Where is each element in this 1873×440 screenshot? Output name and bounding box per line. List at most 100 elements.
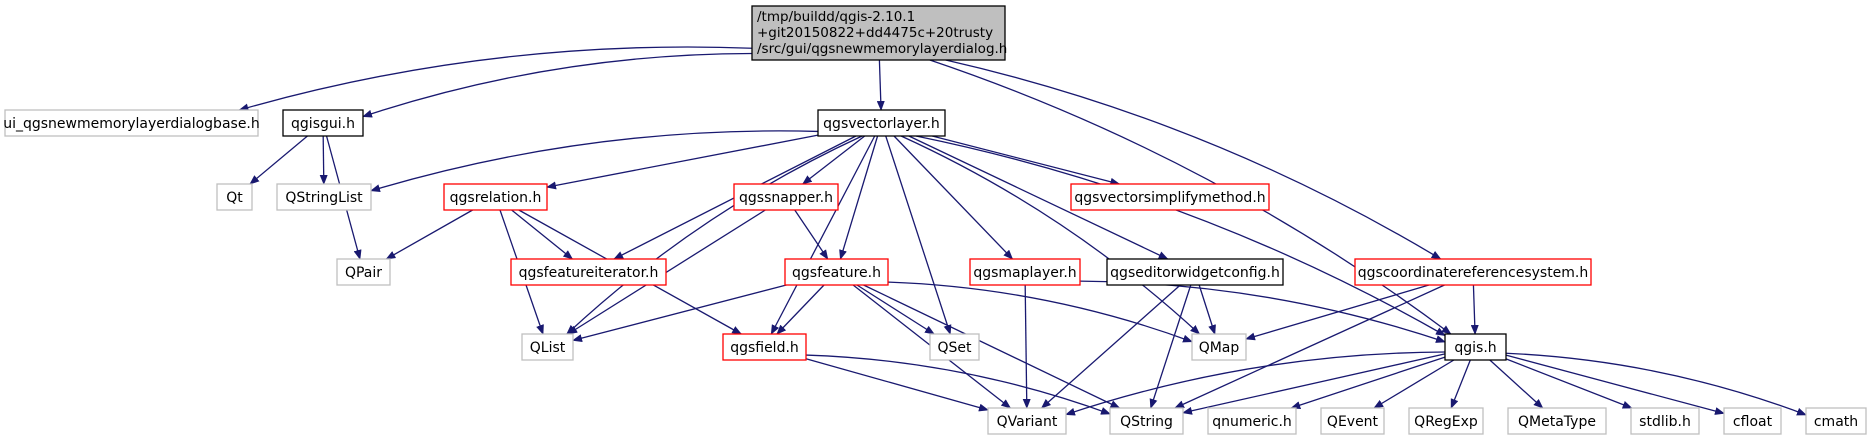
node-layer: /tmp/buildd/qgis-2.10.1+git20150822+dd44…: [3, 5, 1867, 435]
node-label-root: /tmp/buildd/qgis-2.10.1+git20150822+dd44…: [757, 9, 1007, 57]
node-qgssnapper[interactable]: qgssnapper.h: [733, 183, 839, 211]
node-box-qgsfeature: [784, 258, 889, 286]
node-label-qmetatype: QMetaType: [1518, 414, 1596, 430]
node-label-qset: QSet: [937, 340, 972, 356]
edge-qgis-to-qevent: [1373, 359, 1455, 409]
node-label-uibase: ui_qgsnewmemorylayerdialogbase.h: [3, 116, 260, 132]
node-box-qgsmaplayer: [969, 258, 1081, 286]
node-box-qmap: [1191, 333, 1247, 361]
node-qgsfeature[interactable]: qgsfeature.h: [784, 258, 889, 286]
edge-root-to-qgscrs: [945, 59, 1442, 260]
node-qgscrs[interactable]: qgscoordinatereferencesystem.h: [1354, 258, 1592, 286]
node-label-qgis: qgis.h: [1454, 340, 1496, 356]
node-label-qmap: QMap: [1199, 340, 1240, 356]
edge-qgsrelation-to-qgsfeatureiterator: [511, 209, 574, 260]
node-qgsvectorlayer[interactable]: qgsvectorlayer.h: [817, 109, 946, 137]
edge-qgseditorwidgetconfig-to-qvariant: [1040, 284, 1181, 409]
node-qlist: QList: [521, 333, 574, 361]
node-qregexp: QRegExp: [1408, 407, 1484, 435]
node-box-qnumeric: [1207, 407, 1297, 435]
edge-qgsfield-to-qstring: [805, 354, 1111, 415]
node-qmap: QMap: [1191, 333, 1247, 361]
edge-qgis-to-cmath: [1505, 352, 1807, 416]
edge-qgssnapper-to-qgsfeature: [794, 209, 829, 260]
node-box-qgseditorwidgetconfig: [1106, 258, 1284, 286]
node-box-qgsfeatureiterator: [510, 258, 667, 286]
edge-qgsvectorlayer-to-qlist: [566, 135, 863, 335]
node-qmetatype: QMetaType: [1507, 407, 1607, 435]
edge-qgis-to-stdlib: [1505, 358, 1633, 409]
edge-qgsfeature-to-qlist: [572, 284, 787, 342]
edge-qgsmaplayer-to-qvariant: [1022, 284, 1031, 409]
node-qevent: QEvent: [1320, 407, 1385, 435]
node-box-cmath: [1805, 407, 1867, 435]
node-box-qgsvectorlayer: [817, 109, 946, 137]
node-label-qvariant: QVariant: [997, 414, 1058, 430]
node-box-stdlib: [1630, 407, 1700, 435]
edge-root-to-qgisgui: [362, 52, 753, 118]
edge-qgsvectorlayer-to-qgsrelation: [546, 134, 819, 190]
edge-qgsrelation-to-qpair: [385, 209, 473, 260]
node-box-qgis: [1444, 333, 1507, 361]
node-qt: Qt: [216, 183, 253, 211]
node-qgsmaplayer[interactable]: qgsmaplayer.h: [969, 258, 1081, 286]
node-box-qgssnapper: [733, 183, 839, 211]
node-box-qgsvectorsimplify: [1070, 183, 1270, 211]
node-box-uibase: [4, 109, 259, 137]
node-qgseditorwidgetconfig[interactable]: qgseditorwidgetconfig.h: [1106, 258, 1284, 286]
node-qset: QSet: [929, 333, 980, 361]
node-label-line-0: /tmp/buildd/qgis-2.10.1: [757, 9, 915, 25]
edge-qgsvectorlayer-to-qmap: [900, 135, 1201, 335]
node-box-qpair: [336, 258, 391, 286]
node-label-qstring: QString: [1120, 414, 1173, 430]
node-box-qlist: [521, 333, 574, 361]
edge-qgisgui-to-qt: [249, 135, 308, 185]
edge-qgssnapper-to-qlist: [567, 209, 766, 335]
node-qgsfield[interactable]: qgsfield.h: [722, 333, 807, 361]
node-label-stdlib: stdlib.h: [1639, 414, 1691, 430]
node-box-qgisgui: [282, 109, 364, 137]
node-label-qgsvectorsimplify: qgsvectorsimplifymethod.h: [1074, 190, 1265, 206]
edge-qgsvectorlayer-to-qset: [885, 135, 952, 335]
node-qgsfeatureiterator[interactable]: qgsfeatureiterator.h: [510, 258, 667, 286]
node-qgsvectorsimplify[interactable]: qgsvectorsimplifymethod.h: [1070, 183, 1270, 211]
edge-qgsfield-to-qvariant: [805, 358, 989, 412]
edge-qgsvectorlayer-to-qgsfield: [770, 135, 876, 335]
edge-qgscrs-to-qmap: [1245, 284, 1430, 341]
edge-qgisgui-to-qstringlist: [319, 135, 328, 185]
node-label-qlist: QList: [530, 340, 566, 356]
node-box-qt: [216, 183, 253, 211]
edge-qgsvectorlayer-to-qgseditorwidgetconfig: [908, 135, 1169, 260]
node-label-qgscrs: qgscoordinatereferencesystem.h: [1358, 265, 1589, 281]
node-qstringlist: QStringList: [276, 183, 372, 211]
node-box-qstringlist: [276, 183, 372, 211]
node-qstring: QString: [1109, 407, 1184, 435]
node-label-qgsfeature: qgsfeature.h: [792, 265, 881, 281]
node-label-qgsvectorlayer: qgsvectorlayer.h: [823, 116, 940, 132]
node-box-qmetatype: [1507, 407, 1607, 435]
node-stdlib: stdlib.h: [1630, 407, 1700, 435]
edge-root-to-qgsvectorlayer: [876, 59, 885, 111]
edge-qgsvectorlayer-to-qgsvectorsimplify: [932, 135, 1121, 186]
node-root[interactable]: /tmp/buildd/qgis-2.10.1+git20150822+dd44…: [751, 5, 1007, 61]
node-qgisgui[interactable]: qgisgui.h: [282, 109, 364, 137]
node-label-qregexp: QRegExp: [1414, 414, 1478, 430]
node-qgsrelation[interactable]: qgsrelation.h: [443, 183, 548, 211]
node-label-qgsfield: qgsfield.h: [730, 340, 799, 356]
node-label-cfloat: cfloat: [1733, 414, 1773, 430]
node-box-qregexp: [1408, 407, 1484, 435]
node-cmath: cmath: [1805, 407, 1867, 435]
node-box-qevent: [1320, 407, 1385, 435]
edge-qgsvectorlayer-to-qgssnapper: [801, 135, 866, 185]
node-label-cmath: cmath: [1814, 414, 1858, 430]
edge-qgis-to-qvariant: [1065, 351, 1446, 416]
node-label-qpair: QPair: [345, 265, 382, 281]
node-box-cfloat: [1723, 407, 1782, 435]
node-label-qnumeric: qnumeric.h: [1212, 414, 1292, 430]
edge-root-to-uibase: [238, 46, 753, 112]
node-qgis[interactable]: qgis.h: [1444, 333, 1507, 361]
edge-qgscrs-to-qstring: [1174, 284, 1445, 409]
node-qpair: QPair: [336, 258, 391, 286]
edge-qgsvectorlayer-to-qgsmaplayer: [893, 135, 1014, 260]
node-box-qgscrs: [1354, 258, 1592, 286]
